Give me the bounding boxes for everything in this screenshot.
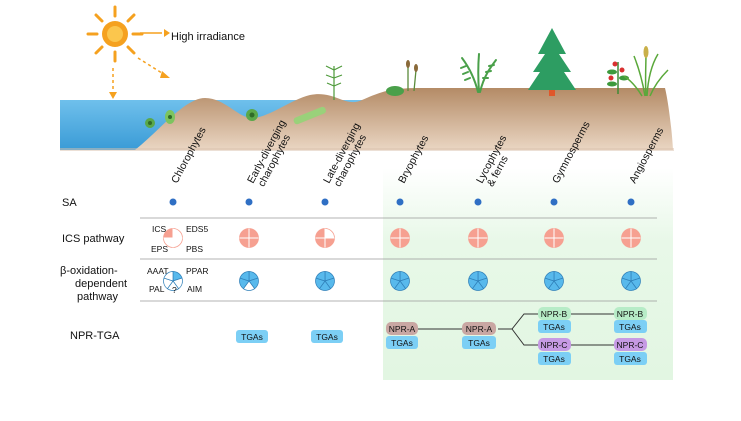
npr-c-text: NPR-C	[541, 340, 568, 350]
grass-plant-icon	[623, 51, 669, 97]
ics-circle-6	[621, 228, 641, 248]
arrowhead-right	[164, 29, 170, 37]
tgas-text: TGAs	[543, 322, 565, 332]
tgas-text: TGAs	[619, 354, 641, 364]
chara-plant-icon	[325, 65, 343, 100]
charophyte-cell-icon	[246, 109, 258, 121]
sun-icon	[86, 5, 144, 63]
sa-dot-4	[474, 198, 482, 206]
soil-base	[60, 148, 674, 151]
sa-dot-1	[245, 198, 253, 206]
beta-circle-6	[621, 271, 641, 291]
tgas-tag-early: TGAs	[236, 330, 268, 343]
row-separators	[140, 217, 657, 302]
high-irradiance-label: High irradiance	[171, 31, 245, 43]
ics-legend-eps: EPS	[151, 244, 168, 254]
ics-circle-2	[315, 228, 335, 248]
npr-a-text: NPR-A	[466, 324, 493, 334]
row-label-beta-2: dependent	[75, 278, 127, 290]
angiosperm-plant-icon	[607, 61, 629, 94]
npr-a-text: NPR-A	[389, 324, 416, 334]
angiosperm-seed-head	[643, 46, 649, 58]
row-label-npr: NPR-TGA	[70, 330, 120, 342]
sa-dot-5	[550, 198, 558, 206]
npr-c-text: NPR-C	[617, 340, 644, 350]
beta-circle-1	[239, 271, 259, 291]
beta-circle-5	[544, 271, 564, 291]
sa-dot-3	[396, 198, 404, 206]
npr-connections	[418, 313, 614, 346]
ics-legend-pbs: PBS	[186, 244, 203, 254]
fern-icon	[460, 53, 497, 93]
tgas-text: TGAs	[316, 332, 338, 342]
beta-circle-0	[163, 271, 183, 291]
sa-dots	[169, 198, 635, 206]
npr-c-angiosperms: NPR-C TGAs	[614, 338, 647, 365]
npr-a-lycophytes: NPR-A TGAs	[462, 322, 496, 349]
ics-circle-1	[239, 228, 259, 248]
row-label-beta-1: β-oxidation-	[60, 265, 118, 277]
ics-legend-ics: ICS	[152, 224, 167, 234]
beta-circle-3	[390, 271, 410, 291]
row-label-beta-3: pathway	[77, 291, 118, 303]
arrowhead-diag	[160, 71, 170, 78]
npr-b-text: NPR-B	[617, 309, 644, 319]
tgas-text: TGAs	[543, 354, 565, 364]
beta-legend-aim: AIM	[187, 284, 202, 294]
sa-dot-6	[627, 198, 635, 206]
beta-circle-2	[315, 271, 335, 291]
beta-circle-4	[468, 271, 488, 291]
sa-dot-0	[169, 198, 177, 206]
tgas-text: TGAs	[619, 322, 641, 332]
row-label-ics: ICS pathway	[62, 233, 125, 245]
tgas-text: TGAs	[391, 338, 413, 348]
npr-b-gymnosperms: NPR-B TGAs	[538, 307, 571, 333]
chlorophyte-cells-icon	[145, 110, 175, 128]
beta-legend-pal: PAL	[149, 284, 165, 294]
tgas-text: TGAs	[468, 338, 490, 348]
arrowhead-down	[109, 92, 117, 99]
row-label-sa: SA	[62, 197, 77, 209]
beta-legend-unknown: ?	[172, 285, 177, 295]
soil-landscape	[135, 88, 673, 150]
tgas-text: TGAs	[241, 332, 263, 342]
ics-legend-eds5: EDS5	[186, 224, 208, 234]
ics-circle-5	[544, 228, 564, 248]
ics-circle-0	[163, 228, 183, 248]
ics-circle-4	[468, 228, 488, 248]
ics-circles	[163, 228, 641, 248]
beta-legend-aaat: AAAT	[147, 266, 169, 276]
tgas-tag-late: TGAs	[311, 330, 343, 343]
npr-a-bryophytes: NPR-A TGAs	[386, 322, 418, 349]
gymnosperm-tree-icon	[528, 28, 576, 96]
npr-c-gymnosperms: NPR-C TGAs	[538, 338, 571, 365]
beta-legend-ppar: PPAR	[186, 266, 209, 276]
beta-circles	[163, 271, 641, 291]
irradiance-arrows	[112, 32, 166, 92]
sa-dot-2	[321, 198, 329, 206]
npr-b-text: NPR-B	[541, 309, 568, 319]
filament-algae-icon	[293, 106, 326, 125]
bryophyte-icon	[386, 60, 418, 96]
npr-b-angiosperms: NPR-B TGAs	[614, 307, 647, 333]
ics-circle-3	[390, 228, 410, 248]
